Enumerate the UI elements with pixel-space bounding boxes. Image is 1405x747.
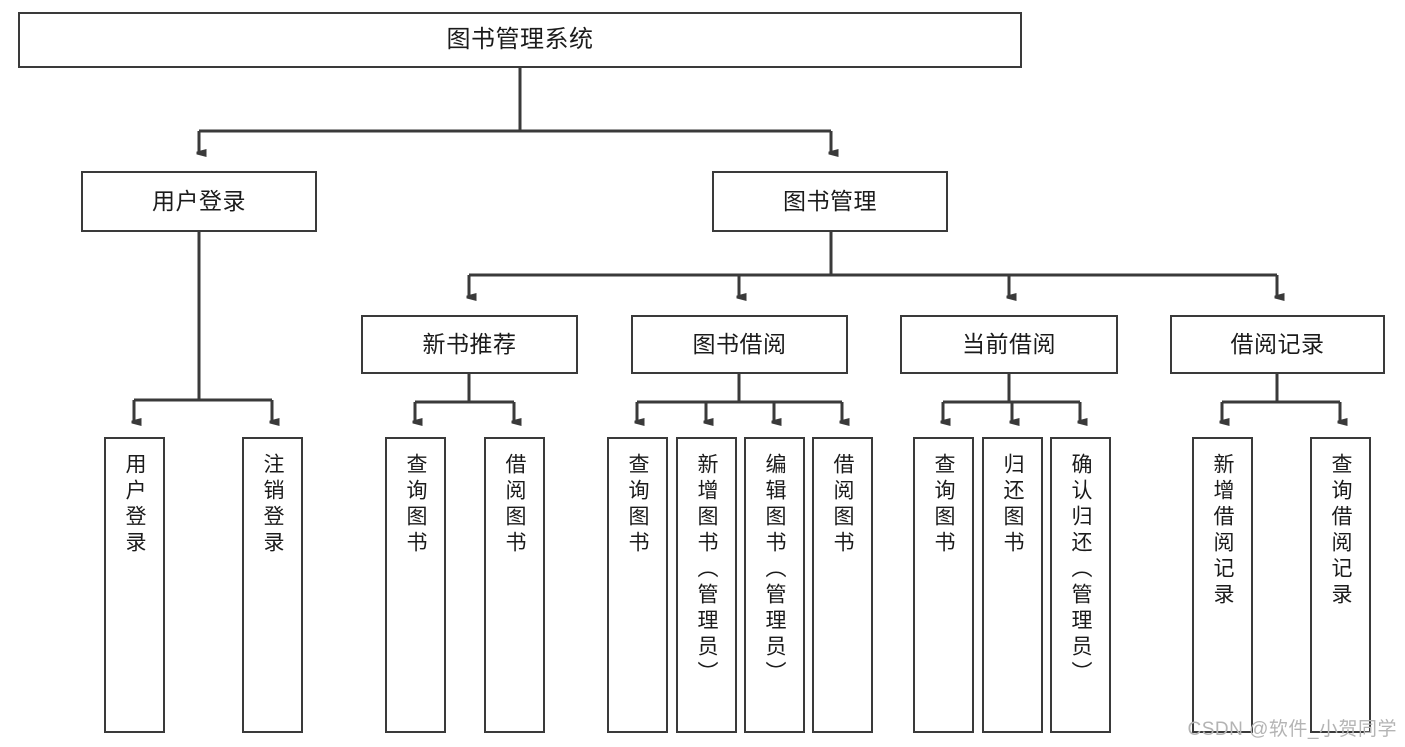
node-label: 编辑图书（管理员） (763, 453, 786, 687)
node-label: 归还图书 (1001, 453, 1024, 557)
node-leaf-logout[interactable]: 注销登录 (242, 437, 303, 733)
node-label: 查询图书 (626, 453, 649, 557)
node-label: 查询借阅记录 (1329, 453, 1352, 609)
node-leaf-query-book-current[interactable]: 查询图书 (913, 437, 974, 733)
node-book-borrow[interactable]: 图书借阅 (631, 315, 848, 374)
node-label: 图书借阅 (692, 330, 787, 357)
node-label: 图书管理 (783, 187, 877, 214)
node-leaf-borrow-book-recommend[interactable]: 借阅图书 (484, 437, 545, 733)
node-label: 注销登录 (261, 453, 284, 557)
node-borrow-record[interactable]: 借阅记录 (1170, 315, 1385, 374)
node-label: 借阅图书 (831, 453, 854, 557)
node-leaf-edit-book-admin[interactable]: 编辑图书（管理员） (744, 437, 805, 733)
watermark-text: CSDN @软件_小贺同学 (1187, 719, 1397, 740)
node-label: 用户登录 (152, 187, 246, 214)
node-leaf-user-login[interactable]: 用户登录 (104, 437, 165, 733)
node-label: 新增图书（管理员） (695, 453, 718, 687)
node-label: 查询图书 (932, 453, 955, 557)
node-book-management[interactable]: 图书管理 (712, 171, 948, 232)
node-label: 用户登录 (123, 453, 146, 557)
node-leaf-borrow-book[interactable]: 借阅图书 (812, 437, 873, 733)
node-label: 借阅图书 (503, 453, 526, 557)
node-label: 当前借阅 (962, 330, 1056, 357)
node-label: 新书推荐 (422, 330, 517, 357)
node-leaf-return-book[interactable]: 归还图书 (982, 437, 1043, 733)
node-leaf-confirm-return-admin[interactable]: 确认归还（管理员） (1050, 437, 1111, 733)
node-leaf-add-book-admin[interactable]: 新增图书（管理员） (676, 437, 737, 733)
node-leaf-query-book-recommend[interactable]: 查询图书 (385, 437, 446, 733)
node-root-book-management-system[interactable]: 图书管理系统 (18, 12, 1022, 68)
node-leaf-query-book-borrow[interactable]: 查询图书 (607, 437, 668, 733)
node-current-borrow[interactable]: 当前借阅 (900, 315, 1118, 374)
node-leaf-add-borrow-record[interactable]: 新增借阅记录 (1192, 437, 1253, 733)
node-label: 图书管理系统 (446, 25, 594, 53)
node-label: 确认归还（管理员） (1069, 453, 1092, 687)
node-label: 新增借阅记录 (1211, 453, 1234, 609)
node-leaf-query-borrow-record[interactable]: 查询借阅记录 (1310, 437, 1371, 733)
node-label: 借阅记录 (1230, 330, 1325, 357)
node-new-book-recommend[interactable]: 新书推荐 (361, 315, 578, 374)
node-user-login[interactable]: 用户登录 (81, 171, 317, 232)
node-label: 查询图书 (404, 453, 427, 557)
